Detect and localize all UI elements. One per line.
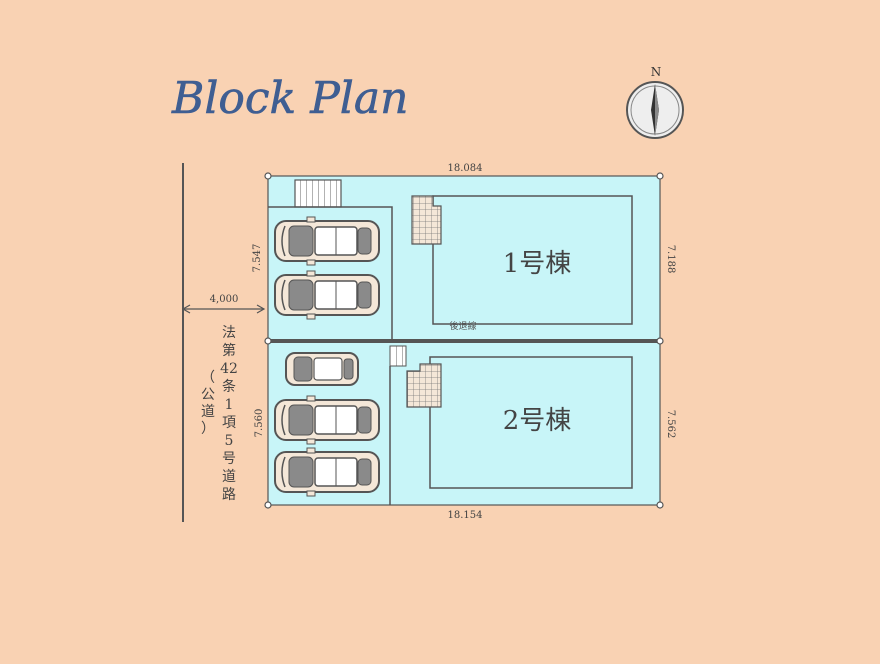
dimension-bottom: 18.154 bbox=[448, 510, 483, 521]
boundary-note: 後退線 bbox=[449, 320, 476, 332]
road-name-char-6: 5 bbox=[225, 433, 234, 449]
road-name-char-1: 第 bbox=[222, 342, 236, 359]
car-4 bbox=[274, 395, 380, 445]
car-1 bbox=[274, 216, 380, 266]
compass-north-label: N bbox=[651, 65, 662, 79]
road-name-char-2: 42 bbox=[220, 361, 238, 377]
car-5 bbox=[274, 447, 380, 497]
road-name-char-5: 項 bbox=[222, 415, 236, 431]
road-name-char-9: 路 bbox=[222, 487, 236, 503]
porch-lot-1 bbox=[411, 195, 442, 245]
building-footprint-lot-2 bbox=[429, 356, 633, 489]
road-paren-char-1: 公 bbox=[201, 387, 215, 403]
dimension-right-lower: 7.562 bbox=[665, 410, 676, 439]
lot-2-label: 2号棟 bbox=[503, 406, 572, 436]
road-width-dimension bbox=[181, 304, 266, 314]
dimension-right-upper: 7.188 bbox=[665, 245, 676, 274]
dimension-left-lower: 7.560 bbox=[254, 409, 265, 438]
road-name-char-8: 道 bbox=[222, 469, 236, 485]
road-name-char-0: 法 bbox=[222, 325, 236, 341]
road-paren-char-3: ） bbox=[201, 421, 215, 437]
dimension-top: 18.084 bbox=[448, 163, 483, 174]
building-footprint-lot-1 bbox=[432, 195, 633, 325]
road-name-char-3: 条 bbox=[222, 378, 236, 395]
parking-boundary-lot-1 bbox=[268, 206, 393, 341]
car-2 bbox=[274, 270, 380, 320]
road-paren-char-2: 道 bbox=[201, 404, 215, 420]
road-name-char-7: 号 bbox=[222, 451, 236, 467]
road-paren-char-0: （ bbox=[201, 370, 215, 386]
road-name-label: 法第 42条 1 項 5 号道路 bbox=[220, 325, 238, 503]
dimension-left-upper: 7.547 bbox=[252, 244, 263, 273]
road-name-char-4: 1 bbox=[225, 397, 234, 413]
car-3 bbox=[285, 352, 359, 386]
porch-lot-2 bbox=[406, 363, 442, 408]
north-compass-icon bbox=[626, 81, 684, 139]
lot-1-label: 1号棟 bbox=[503, 249, 572, 279]
page-title: Block Plan bbox=[171, 73, 408, 124]
road-width-label: 4,000 bbox=[210, 294, 239, 305]
boundary-markers bbox=[264, 172, 664, 509]
stairs-lot-2 bbox=[389, 345, 407, 367]
stairs-lot-1 bbox=[294, 179, 342, 208]
road-name-paren-label: （公道） bbox=[201, 370, 215, 437]
